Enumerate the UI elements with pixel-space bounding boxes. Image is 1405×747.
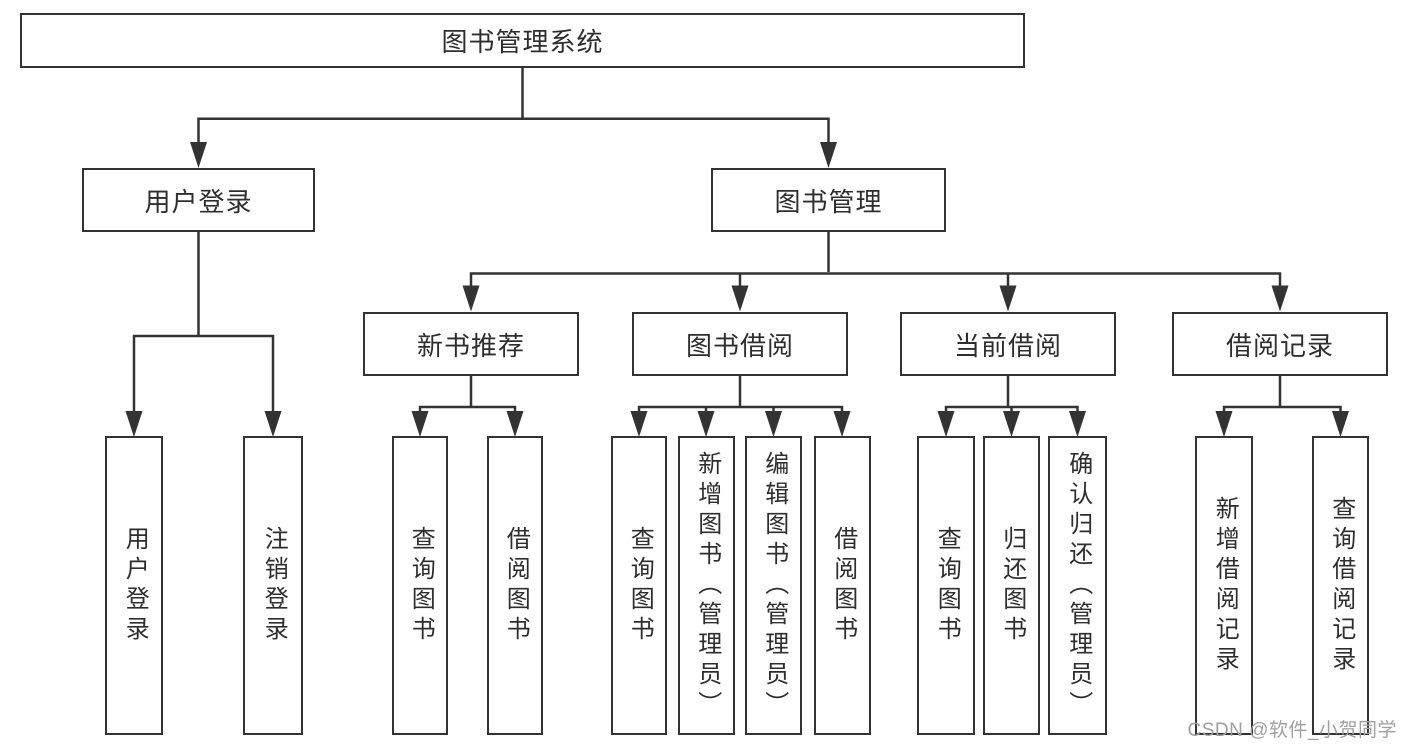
node-label: 查询图书 [626, 525, 654, 646]
node-label: 借阅记录 [1225, 330, 1334, 361]
leaf-borrow-books-borrowing: 借阅图书 [814, 436, 871, 735]
node-label: 新增借阅记录 [1211, 495, 1239, 676]
arrowhead [765, 411, 782, 437]
arrowhead [697, 411, 715, 437]
connector-borrow-bus [637, 405, 844, 413]
arrowhead [820, 142, 837, 168]
leaf-confirm-return-admin: 确认归还（管理员） [1048, 436, 1107, 735]
node-current-borrowing: 当前借阅 [900, 312, 1116, 376]
arrowhead [462, 285, 480, 312]
leaf-add-book-admin: 新增图书（管理员） [678, 436, 735, 735]
node-library-management-system: 图书管理系统 [20, 13, 1025, 68]
node-book-management: 图书管理 [711, 168, 946, 232]
connector-userlogin-bus [132, 334, 275, 413]
arrowhead [1069, 411, 1086, 437]
arrowhead [1003, 411, 1020, 437]
arrowhead [731, 285, 749, 312]
arrowhead [411, 411, 429, 437]
node-label: 借阅图书 [829, 525, 857, 646]
node-borrowing-records: 借阅记录 [1172, 312, 1388, 376]
leaf-logout-login: 注销登录 [243, 436, 303, 735]
arrowhead [190, 142, 207, 168]
arrowhead [125, 411, 143, 437]
connector-lines [132, 66, 1342, 413]
node-new-book-recommendation: 新书推荐 [363, 312, 579, 376]
leaf-return-book: 归还图书 [983, 436, 1040, 735]
leaf-borrow-books-recommend: 借阅图书 [487, 436, 543, 735]
arrowhead [833, 411, 851, 437]
leaf-query-books-borrowing: 查询图书 [611, 436, 667, 735]
leaf-edit-book-admin: 编辑图书（管理员） [745, 436, 802, 735]
arrowhead [630, 411, 648, 437]
node-label: 归还图书 [998, 525, 1026, 646]
node-label: 当前借阅 [953, 330, 1062, 361]
arrowhead [264, 411, 282, 437]
node-label: 图书管理 [774, 186, 883, 217]
connector-newbook-bus [418, 405, 517, 413]
node-label: 新增图书（管理员） [693, 450, 721, 721]
node-user-login: 用户登录 [82, 168, 315, 232]
node-label: 确认归还（管理员） [1064, 450, 1092, 721]
node-label: 用户登录 [121, 525, 149, 646]
arrowhead [1332, 411, 1349, 437]
connector-bookmgmt-bus [469, 272, 1282, 289]
leaf-add-borrow-record: 新增借阅记录 [1195, 436, 1253, 735]
node-label: 新书推荐 [416, 330, 525, 361]
node-book-borrowing: 图书借阅 [632, 312, 848, 376]
arrowheads [125, 142, 1349, 437]
node-label: 注销登录 [260, 525, 288, 646]
node-label: 编辑图书（管理员） [760, 450, 788, 721]
node-label: 查询图书 [933, 525, 961, 646]
leaf-query-books-current: 查询图书 [917, 436, 975, 735]
connector-root-bus [197, 117, 830, 146]
arrowhead [937, 411, 955, 437]
arrowhead [999, 285, 1017, 312]
arrowhead [1215, 411, 1233, 437]
leaf-query-books-recommend: 查询图书 [392, 436, 448, 735]
csdn-watermark: CSDN @软件_小贺同学 [1187, 720, 1397, 741]
node-label: 查询图书 [407, 525, 435, 646]
arrowhead [1271, 285, 1289, 312]
leaf-user-login: 用户登录 [105, 436, 163, 735]
node-label: 用户登录 [144, 186, 253, 217]
leaf-query-borrow-record: 查询借阅记录 [1312, 436, 1369, 735]
node-label: 查询借阅记录 [1327, 495, 1355, 676]
node-label: 图书借阅 [685, 330, 794, 361]
connector-records-bus [1222, 405, 1342, 413]
node-label: 图书管理系统 [441, 27, 604, 57]
node-label: 借阅图书 [502, 525, 530, 646]
arrowhead [506, 411, 524, 437]
